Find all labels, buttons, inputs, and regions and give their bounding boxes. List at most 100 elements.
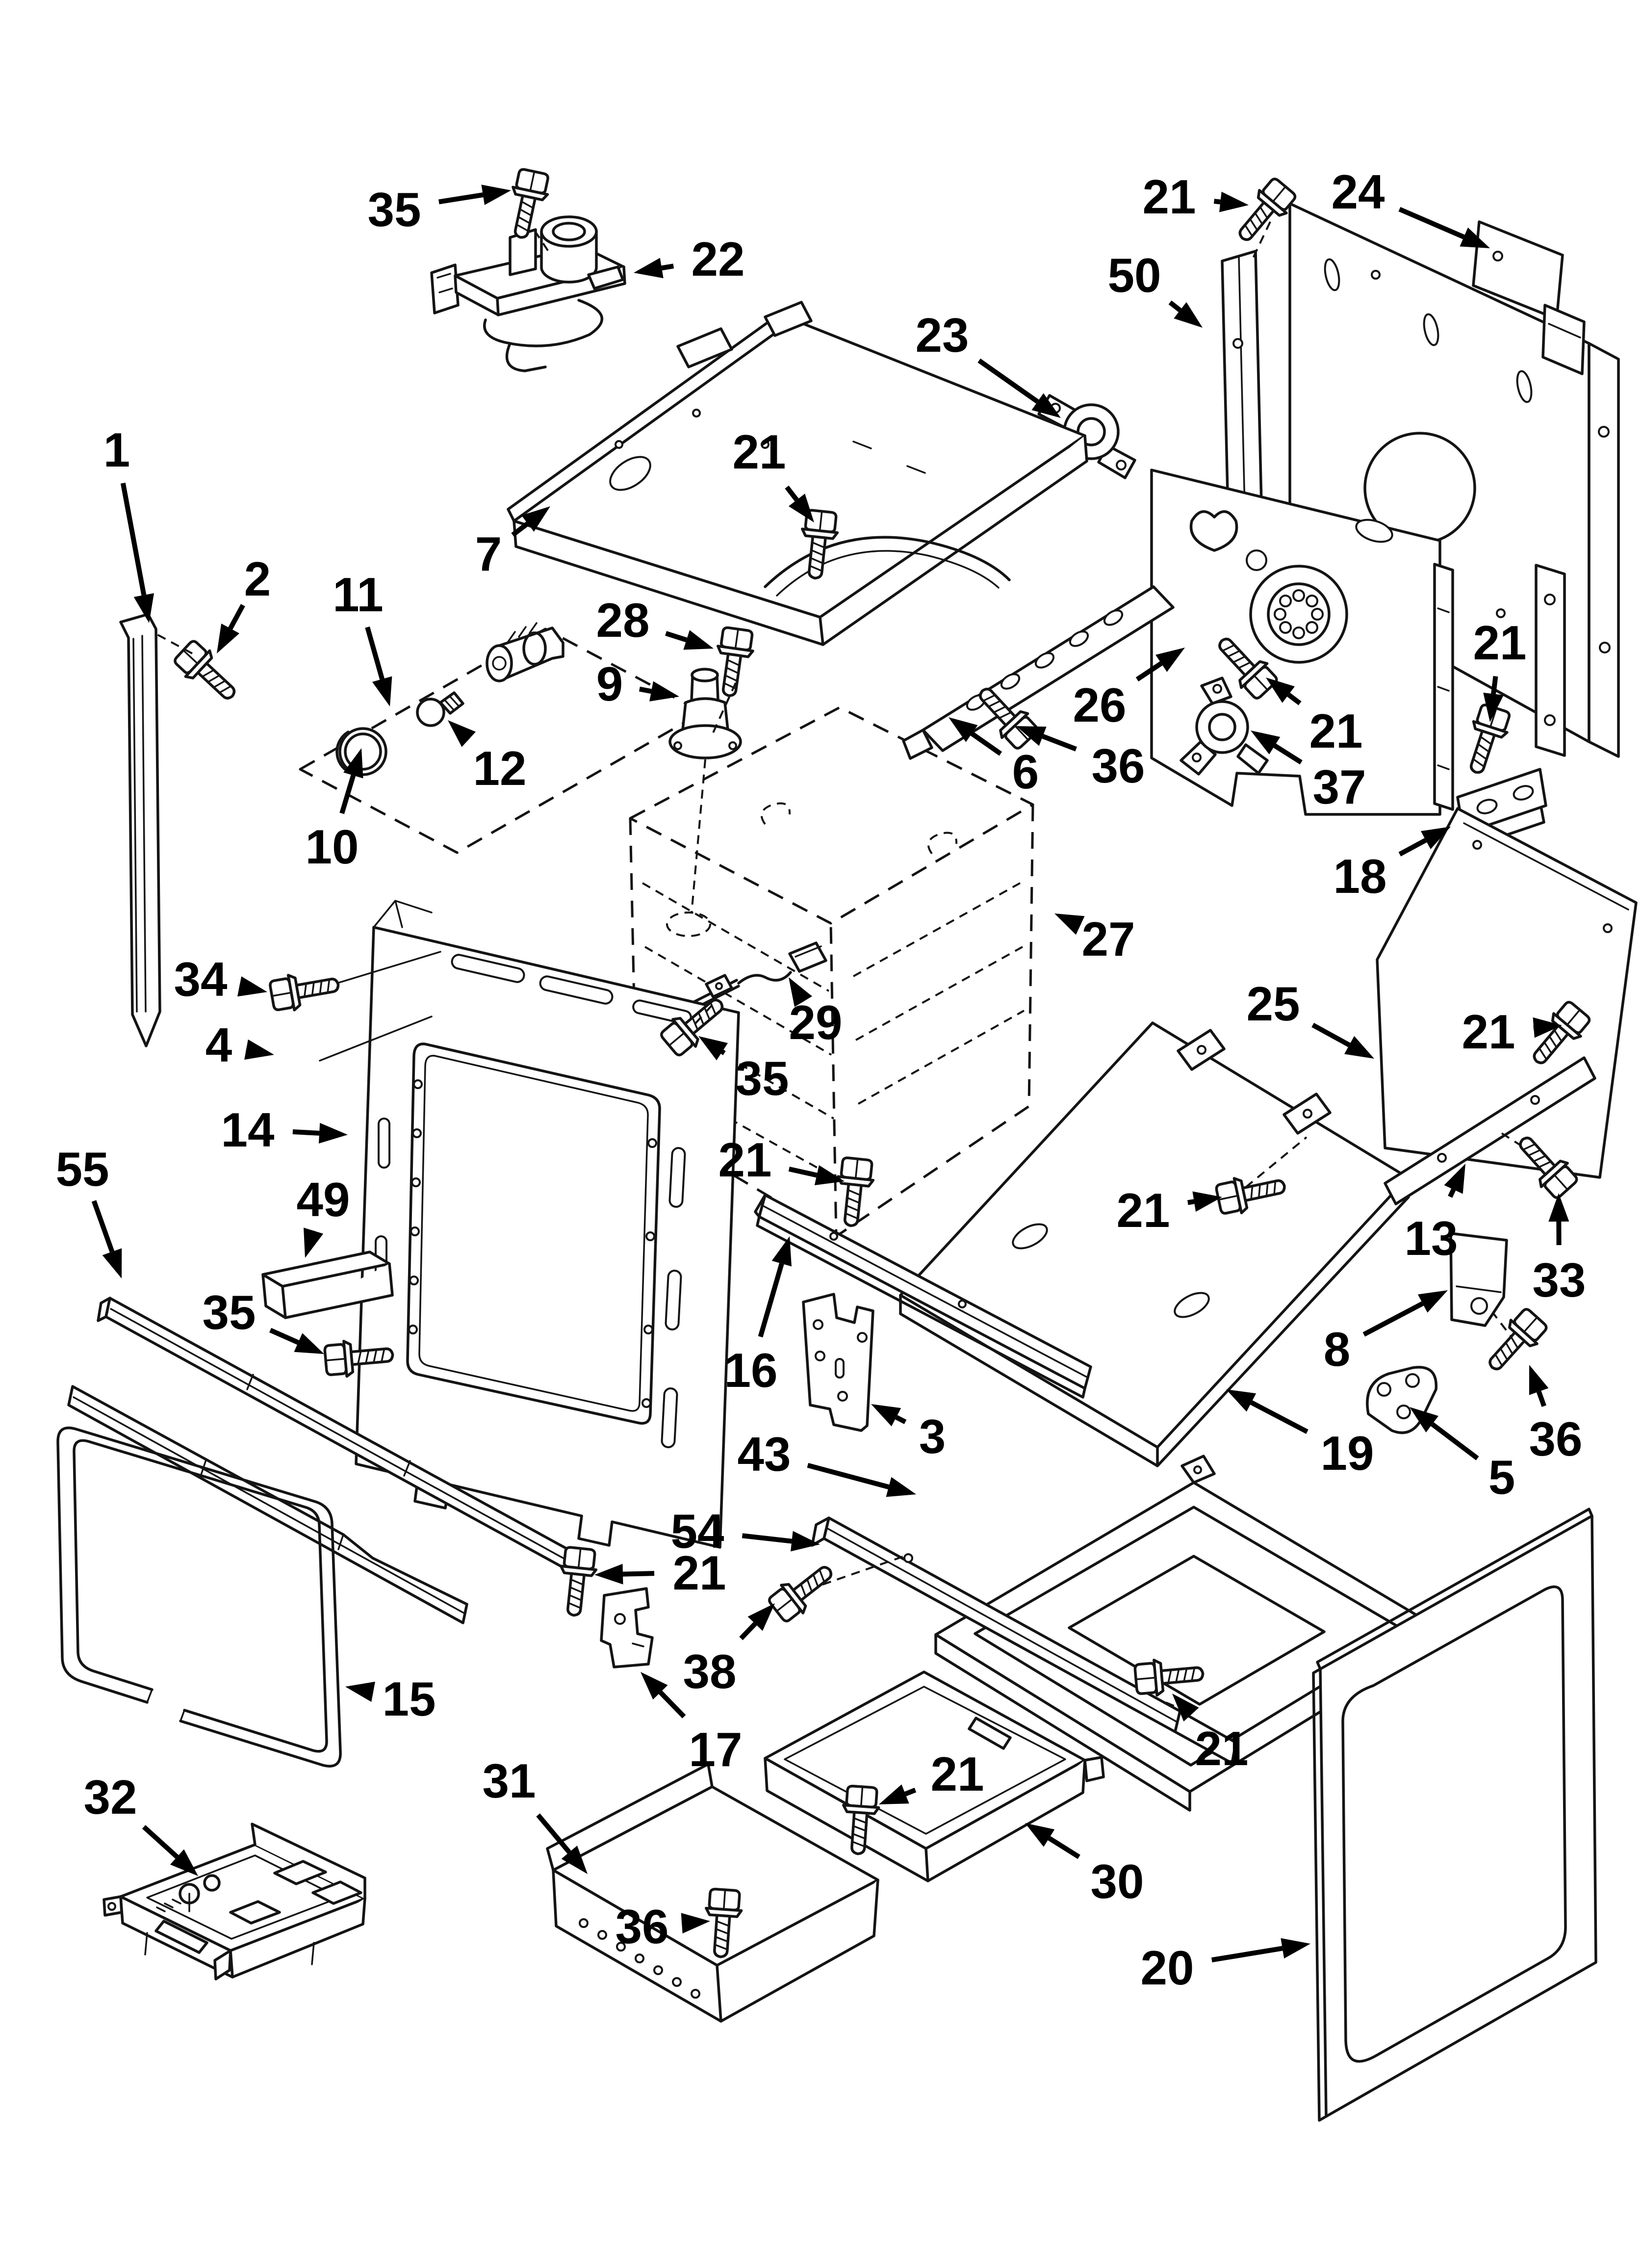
callout-number: 24 bbox=[1331, 165, 1385, 219]
callout-arrow bbox=[788, 1167, 818, 1178]
callout-arrow bbox=[292, 1129, 320, 1136]
callout-number: 50 bbox=[1107, 248, 1161, 302]
callout-arrowhead bbox=[1031, 393, 1061, 418]
part-vent-funnel-9 bbox=[668, 668, 742, 914]
callout-arrow bbox=[1042, 734, 1077, 752]
callout-number: 18 bbox=[1333, 849, 1386, 903]
callout-number: 13 bbox=[1404, 1211, 1458, 1265]
callout-arrow bbox=[1287, 692, 1302, 705]
callout-arrowhead bbox=[886, 1477, 916, 1497]
callout-number: 54 bbox=[670, 1504, 724, 1558]
callout-number: 21 bbox=[1462, 1005, 1515, 1059]
callout-arrow bbox=[365, 626, 385, 680]
callout-number: 11 bbox=[333, 568, 384, 622]
callout-arrow bbox=[807, 1462, 890, 1489]
part-trim-strip-13 bbox=[1384, 1056, 1596, 1205]
part-latch-motor-22 bbox=[430, 215, 626, 372]
callout-arrowhead bbox=[244, 1039, 274, 1060]
part-light-kit-11 bbox=[299, 622, 704, 854]
callout-arrow bbox=[511, 521, 529, 537]
callout-arrow bbox=[1048, 1836, 1080, 1859]
callout-arrow bbox=[1187, 1199, 1195, 1205]
callout-arrow bbox=[895, 1415, 907, 1424]
callout-arrow bbox=[970, 731, 1002, 756]
part-clip-bracket-17 bbox=[600, 1587, 654, 1668]
callout-number: 32 bbox=[83, 1770, 137, 1824]
callout-arrowhead bbox=[1025, 1823, 1055, 1847]
part-main-top-panel-7 bbox=[507, 301, 1088, 646]
callout-arrow bbox=[438, 192, 484, 205]
callout-arrowhead bbox=[1172, 1694, 1199, 1722]
part-oven-cavity-27 bbox=[629, 706, 1034, 1238]
callout-number: 12 bbox=[473, 741, 526, 795]
callout-number: 21 bbox=[718, 1133, 771, 1187]
callout-number: 21 bbox=[930, 1747, 984, 1801]
callout-number: 36 bbox=[1529, 1412, 1582, 1466]
callout-arrow bbox=[785, 485, 799, 502]
callout-number: 7 bbox=[475, 527, 502, 581]
callout-number: 6 bbox=[1012, 745, 1039, 799]
callout-number: 55 bbox=[55, 1142, 109, 1196]
callout-number: 35 bbox=[202, 1285, 256, 1339]
callout-number: 21 bbox=[1142, 170, 1196, 224]
callout-number: 21 bbox=[672, 1546, 726, 1600]
callout-arrowhead bbox=[237, 976, 267, 997]
part-cover-plate-8 bbox=[1449, 1232, 1516, 1343]
callout-arrow bbox=[665, 631, 688, 643]
callout-number: 8 bbox=[1324, 1322, 1351, 1376]
callout-arrow bbox=[1311, 1022, 1351, 1047]
callout-arrow bbox=[536, 1813, 571, 1854]
callout-arrowhead bbox=[1444, 1164, 1465, 1194]
callout-number: 1 bbox=[103, 423, 130, 477]
callout-arrowhead bbox=[1548, 1193, 1569, 1222]
callout-number: 10 bbox=[305, 820, 359, 874]
callout-number: 35 bbox=[367, 182, 421, 236]
callout-number: 2 bbox=[244, 552, 271, 606]
callout-arrowhead bbox=[217, 624, 240, 653]
callout-arrowhead bbox=[871, 1404, 901, 1427]
part-front-frame-14 bbox=[317, 900, 740, 1549]
callout-arrow bbox=[1250, 1400, 1308, 1434]
part-cover-plate-24 bbox=[1472, 220, 1586, 375]
callout-arrowhead bbox=[1251, 730, 1281, 755]
callout-arrow bbox=[720, 1049, 726, 1055]
callout-arrowhead bbox=[1219, 191, 1249, 212]
part-support-bracket-3 bbox=[802, 1293, 874, 1432]
callout-arrowhead bbox=[1192, 1191, 1222, 1212]
callout-arrowhead bbox=[343, 748, 363, 779]
callout-number: 3 bbox=[919, 1409, 946, 1463]
callout-arrowhead bbox=[1460, 227, 1490, 248]
callout-arrow bbox=[1431, 1422, 1479, 1460]
part-flange-strips bbox=[1433, 563, 1566, 811]
callout-number: 36 bbox=[615, 1900, 668, 1954]
callout-arrow bbox=[269, 1328, 300, 1345]
callout-arrow bbox=[1135, 661, 1163, 682]
callout-number: 38 bbox=[683, 1644, 736, 1698]
callout-arrow bbox=[977, 358, 1039, 404]
callout-arrowhead bbox=[481, 184, 511, 205]
callout-number: 20 bbox=[1140, 1941, 1194, 1995]
callout-arrowhead bbox=[372, 676, 392, 706]
callout-number: 19 bbox=[1320, 1426, 1374, 1480]
callout-arrowhead bbox=[102, 1248, 122, 1278]
part-drawer-panel-31 bbox=[546, 1763, 879, 2023]
callout-number: 5 bbox=[1488, 1450, 1515, 1504]
callout-arrow bbox=[142, 1825, 179, 1859]
callout-number: 22 bbox=[691, 232, 744, 286]
callout-arrowhead bbox=[170, 1849, 198, 1876]
callout-number: 17 bbox=[689, 1722, 742, 1776]
callout-arrow bbox=[91, 1200, 115, 1253]
callout-arrow bbox=[904, 1788, 917, 1797]
callout-arrowhead bbox=[1266, 678, 1295, 703]
callout-arrow bbox=[1213, 199, 1221, 205]
callout-number: 31 bbox=[482, 1754, 536, 1808]
callout-number: 23 bbox=[915, 308, 969, 362]
callout-arrowhead bbox=[1529, 1365, 1549, 1395]
callout-number: 35 bbox=[735, 1051, 789, 1105]
part-control-board-32 bbox=[103, 1823, 366, 1981]
callout-arrowhead bbox=[1174, 302, 1203, 328]
callout-number: 4 bbox=[205, 1018, 232, 1072]
